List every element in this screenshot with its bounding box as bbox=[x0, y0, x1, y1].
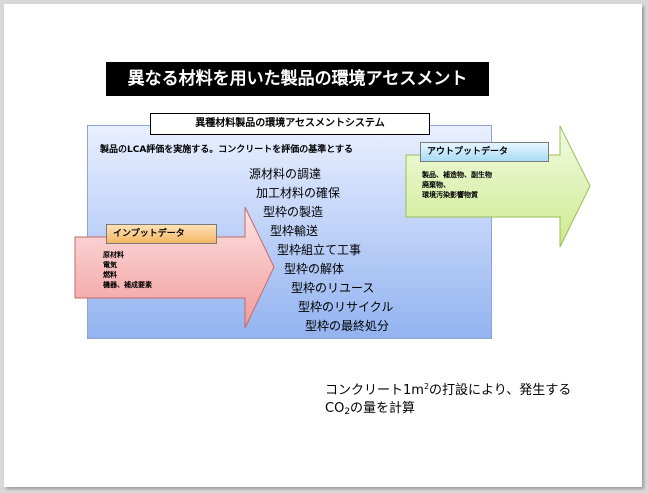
note-text: CO bbox=[325, 401, 345, 416]
note-text: の量を計算 bbox=[350, 401, 416, 416]
calculation-note: コンクリート1m2の打設により、発生する CO2の量を計算 bbox=[325, 378, 571, 421]
slide-title: 異なる材料を用いた製品の環境アセスメント bbox=[106, 62, 489, 96]
output-data-label: アウトプットデータ bbox=[420, 142, 549, 162]
note-superscript: 2 bbox=[423, 382, 430, 391]
input-data-list: 原材料 電気 燃料 機器、補成要素 bbox=[103, 250, 152, 290]
output-item: 製品、補造物、副生物 bbox=[422, 171, 492, 179]
note-subscript: 2 bbox=[344, 407, 351, 417]
input-item: 電気 bbox=[103, 261, 117, 269]
output-item: 環境汚染影響物質 bbox=[422, 191, 478, 199]
system-label: 異種材料製品の環境アセスメントシステム bbox=[150, 113, 430, 135]
note-text: コンクリート1m bbox=[325, 383, 424, 398]
output-item: 廃棄物、 bbox=[422, 181, 450, 189]
description-text: 製品のLCA評価を実施する。コンクリートを評価の基準とする bbox=[100, 145, 354, 155]
input-item: 原材料 bbox=[103, 251, 124, 259]
output-data-list: 製品、補造物、副生物 廃棄物、 環境汚染影響物質 bbox=[422, 170, 492, 200]
note-text: の打設により、発生する bbox=[429, 383, 572, 398]
input-item: 機器、補成要素 bbox=[103, 281, 152, 289]
input-data-label: インプットデータ bbox=[106, 224, 217, 244]
note-line-1: コンクリート1m2の打設により、発生する bbox=[325, 378, 571, 400]
input-item: 燃料 bbox=[103, 271, 117, 279]
note-line-2: CO2の量を計算 bbox=[325, 400, 571, 421]
